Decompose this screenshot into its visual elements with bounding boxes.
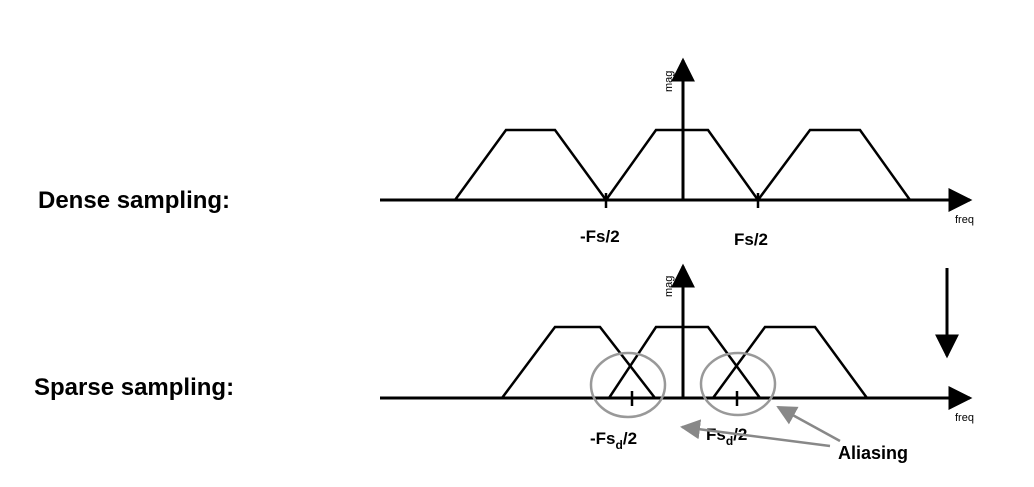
sparse-replica-center: [607, 325, 762, 399]
dense-freq-label: freq: [955, 214, 974, 226]
dense-replica-right: [756, 128, 912, 201]
sparse-replica-right: [711, 325, 869, 399]
sparse-tick-pos-label: Fsd/2: [706, 425, 747, 448]
dense-tick-pos-label: Fs/2: [734, 230, 768, 249]
sparse-mag-label: mag: [663, 276, 675, 297]
dense-tick-neg-label: -Fs/2: [580, 227, 620, 246]
dense-spectrum-plot: mag freq -Fs/2 Fs/2: [380, 57, 974, 249]
dense-replica-center: [604, 128, 760, 201]
sparse-tick-neg-label: -Fsd/2: [590, 429, 637, 452]
aliasing-label: Aliasing: [838, 443, 908, 463]
dense-replica-left: [453, 128, 608, 201]
sparse-replica-left: [500, 325, 656, 399]
aliasing-circle-left: [589, 351, 667, 419]
dense-mag-label: mag: [663, 71, 675, 92]
sparse-freq-label: freq: [955, 412, 974, 424]
dense-sampling-label: Dense sampling:: [38, 187, 230, 214]
sparse-sampling-label: Sparse sampling:: [34, 374, 234, 401]
aliasing-arrow-left: [680, 419, 831, 448]
sparse-spectrum-plot: mag freq -Fsd/2 Fsd/2 Aliasing: [380, 263, 974, 463]
aliasing-arrow-right: [776, 405, 841, 443]
aliasing-circle-right: [699, 351, 777, 417]
